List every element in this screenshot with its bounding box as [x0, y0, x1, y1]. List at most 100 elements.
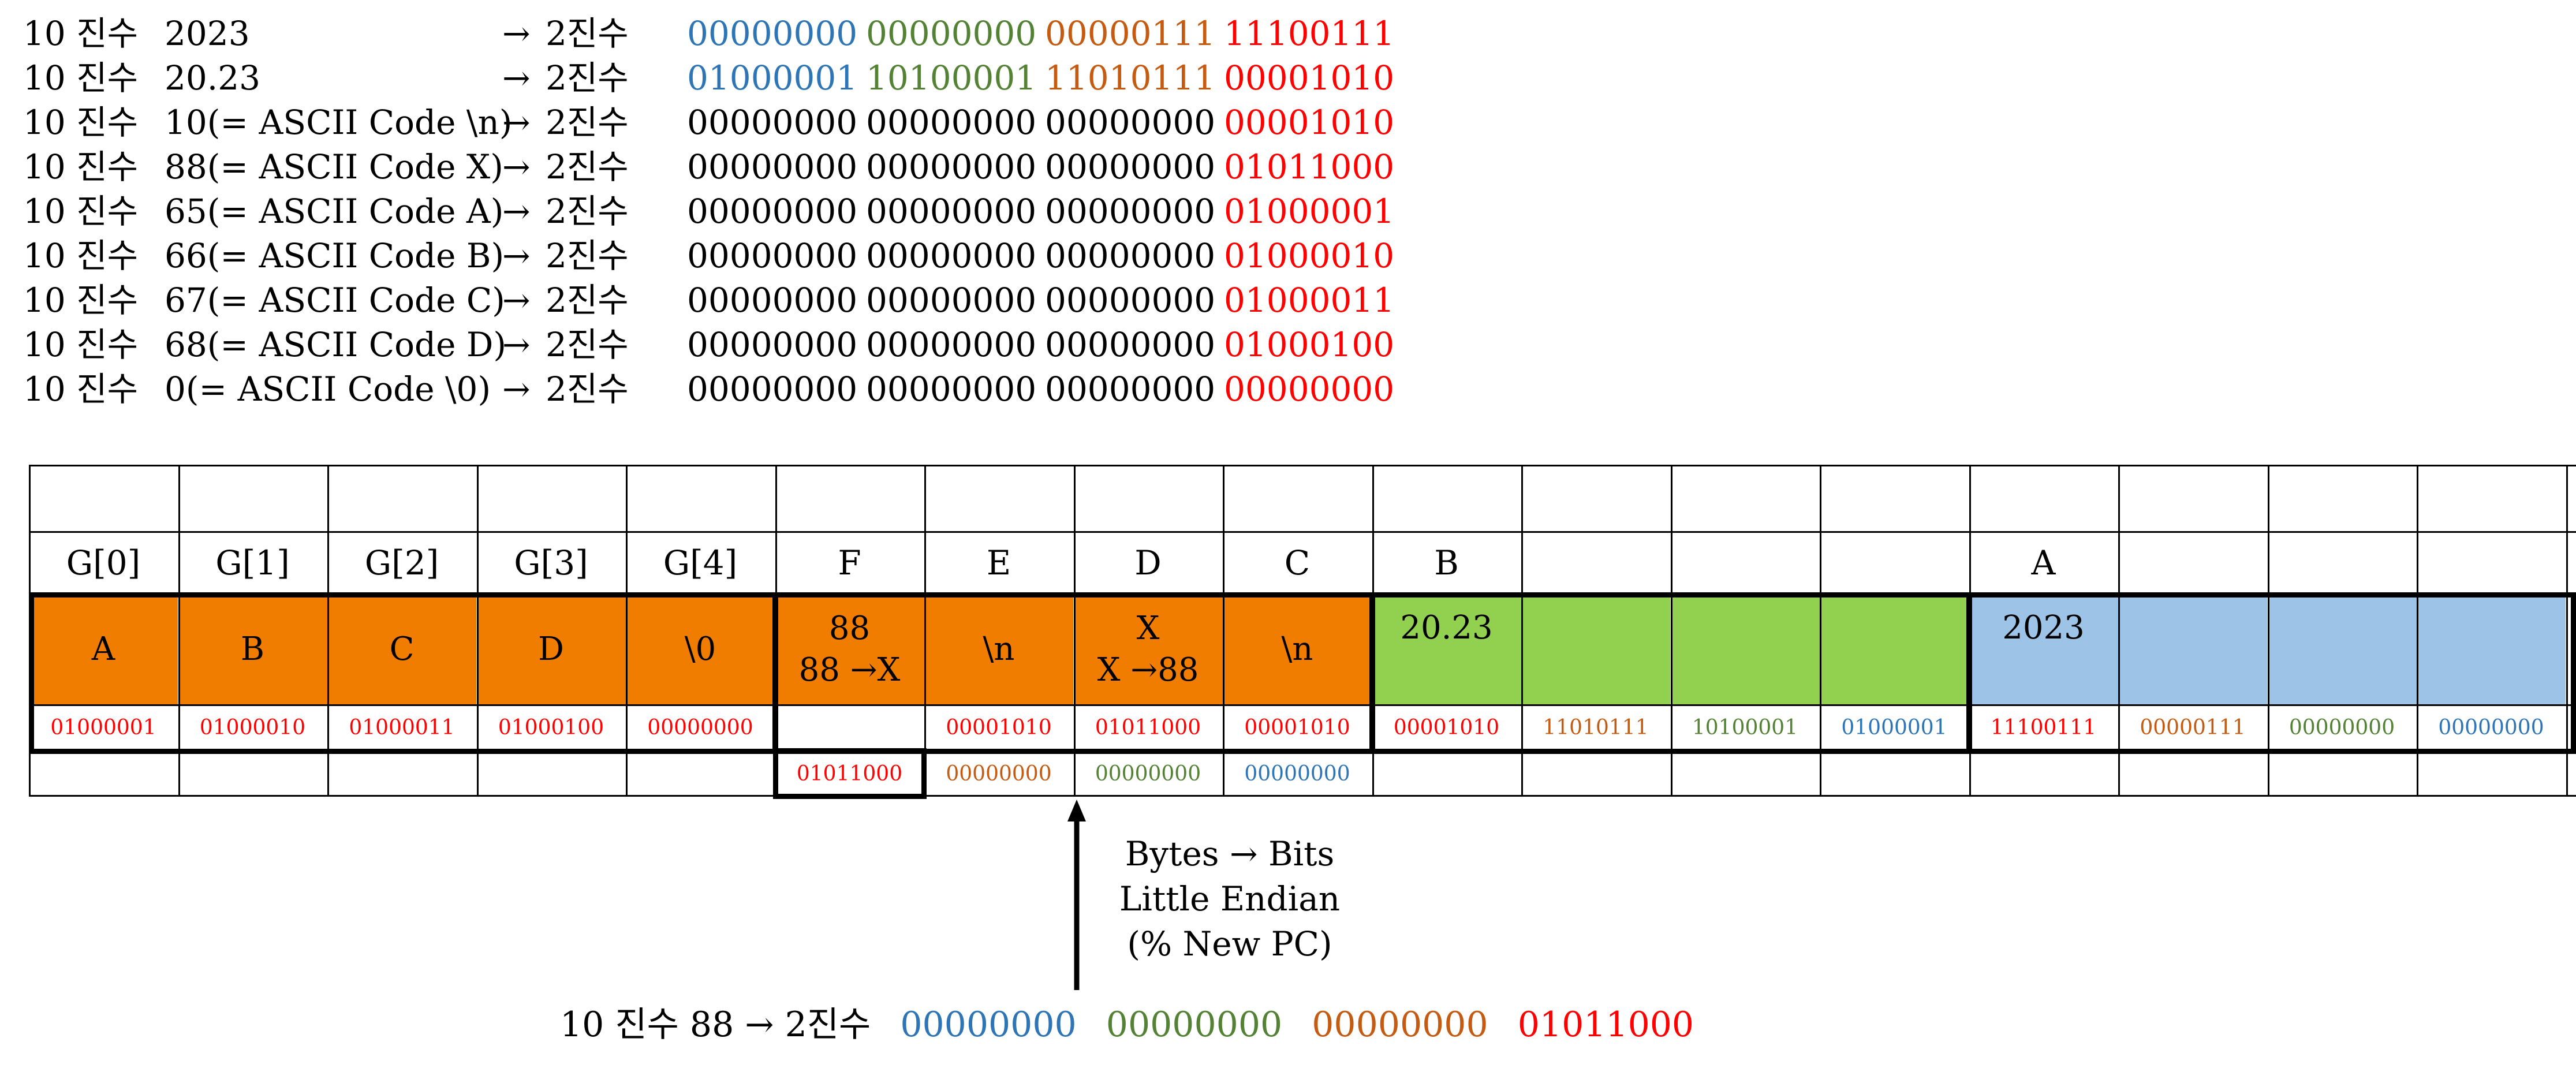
value-cell: A	[29, 595, 178, 704]
line-prefix: 10 진수	[23, 14, 138, 53]
line-binary-label: 2진수	[546, 369, 629, 409]
grid-line	[29, 531, 2576, 533]
bits-overflow-cell	[178, 750, 327, 797]
arrow-up-icon	[1067, 800, 1086, 990]
bits-cell: 11100111	[1990, 715, 2097, 740]
annotation-line-3: (% New PC)	[1127, 924, 1332, 964]
column-header: G[2]	[364, 543, 439, 582]
line-decimal: 67(= ASCII Code C)	[165, 281, 505, 320]
line-prefix: 10 진수	[23, 192, 138, 231]
bits-overflow-cell	[626, 750, 775, 797]
value-cell	[1670, 595, 1820, 704]
line-byte: 00000000	[687, 103, 858, 142]
bits-overflow-cell	[2417, 750, 2566, 797]
line-arrow: →	[502, 281, 531, 320]
line-byte: 00000000	[1045, 192, 1216, 231]
line-binary-label: 2진수	[546, 236, 629, 275]
line-arrow: →	[502, 369, 531, 409]
line-decimal: 2023	[165, 14, 250, 53]
line-decimal: 66(= ASCII Code B)	[165, 236, 505, 275]
grid-line	[29, 704, 2576, 706]
value-text: X →88	[1097, 651, 1199, 689]
line-byte: 01000011	[1224, 281, 1395, 320]
grid-line	[1521, 465, 1523, 797]
bits-cell: 00000000	[2438, 715, 2544, 740]
bits-cell: 00000000	[647, 715, 753, 740]
line-byte: 01000010	[1224, 236, 1395, 275]
line-binary-label: 2진수	[546, 103, 629, 142]
group-outline	[772, 592, 1375, 754]
bits-cell: 01000001	[1841, 715, 1947, 740]
line-byte: 00000000	[866, 14, 1037, 53]
bits-overflow-cell: 00000000	[1244, 761, 1350, 786]
value-text: 20.23	[1400, 609, 1493, 647]
line-prefix: 10 진수	[23, 281, 138, 320]
value-cell	[2267, 595, 2417, 704]
line-decimal: 20.23	[165, 58, 261, 98]
value-text: D	[538, 630, 564, 668]
line-byte: 00000000	[687, 236, 858, 275]
column-header: G[0]	[66, 543, 141, 582]
column-header	[1671, 531, 1820, 595]
bits-cell: 00000111	[2140, 715, 2246, 740]
line-byte: 00000000	[866, 325, 1037, 364]
line-byte: 00000000	[1224, 369, 1395, 409]
value-text: 88	[828, 610, 871, 647]
bits-cell: 01000100	[498, 715, 604, 740]
line-arrow: →	[502, 103, 531, 142]
group-outline	[1369, 592, 1972, 754]
line-prefix: 10 진수	[23, 58, 138, 98]
line-byte: 00000000	[687, 369, 858, 409]
value-cell: C	[327, 595, 476, 704]
value-cell	[1521, 595, 1670, 704]
value-cell	[2118, 595, 2267, 704]
line-byte: 00000000	[866, 281, 1037, 320]
bits-overflow-cell: 00000000	[1095, 761, 1201, 786]
bits-cell: 00000000	[2288, 715, 2395, 740]
bottom-prefix: 10 진수 88 → 2진수	[560, 1004, 871, 1045]
line-byte: 00000000	[687, 325, 858, 364]
grid-line	[2417, 465, 2418, 797]
grid-line	[29, 795, 2576, 797]
line-byte: 10100001	[866, 58, 1037, 98]
bits-cell: 00001010	[1244, 715, 1350, 740]
grid-line	[327, 465, 329, 797]
column-header: F	[838, 543, 861, 582]
value-text: B	[240, 630, 265, 668]
line-byte: 00000000	[866, 103, 1037, 142]
grid-line	[924, 465, 926, 797]
bits-overflow-cell	[2118, 750, 2267, 797]
bits-cell: 10100001	[1692, 715, 1798, 740]
value-text: \n	[983, 630, 1015, 668]
bits-overflow-cell	[1671, 750, 1820, 797]
column-header: G[1]	[215, 543, 290, 582]
value-cell: \0	[626, 595, 775, 704]
value-cell: 20.23	[1372, 595, 1521, 704]
value-cell: \n	[1223, 595, 1372, 704]
value-text: X	[1136, 610, 1160, 647]
column-header: G[4]	[663, 543, 738, 582]
line-byte: 00000000	[687, 281, 858, 320]
column-header: B	[1434, 543, 1459, 582]
line-byte: 00000111	[1045, 14, 1216, 53]
column-header	[1521, 531, 1670, 595]
bits-cell: 01000011	[349, 715, 455, 740]
line-decimal: 88(= ASCII Code X)	[165, 147, 503, 186]
line-binary-label: 2진수	[546, 325, 629, 364]
line-byte: 01000100	[1224, 325, 1395, 364]
line-binary-label: 2진수	[546, 14, 629, 53]
grid-line	[1820, 465, 1821, 797]
line-arrow: →	[502, 147, 531, 186]
line-arrow: →	[502, 236, 531, 275]
grid-line	[2118, 465, 2120, 797]
line-decimal: 0(= ASCII Code \0)	[165, 369, 491, 409]
column-header: E	[986, 543, 1011, 582]
line-byte: 00000000	[687, 147, 858, 186]
bits-overflow-cell	[477, 750, 626, 797]
line-byte: 00000000	[1045, 236, 1216, 275]
grid-line	[29, 465, 2576, 466]
bottom-byte-0: 00000000	[900, 1004, 1077, 1045]
bits-overflow-cell	[1372, 750, 1521, 797]
bits-cell: 01011000	[1095, 715, 1201, 740]
group-outline	[29, 592, 778, 754]
